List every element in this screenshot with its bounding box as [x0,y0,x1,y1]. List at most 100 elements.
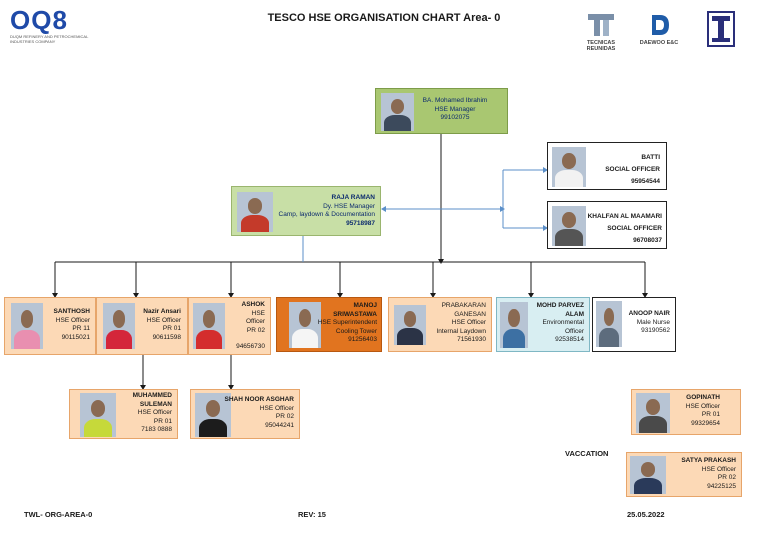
officer-phone: 71561930 [457,336,486,343]
officer-photo [103,303,135,349]
daewoo-label: DAEWOO E&C [639,40,679,46]
hse-manager-name: BA. Mohamed Ibrahim [422,97,488,104]
sub-officer-extra: PR 02 [275,413,294,420]
vacation-label: VACCATION [565,449,609,458]
daewoo-icon [652,15,669,35]
deputy-manager-photo [237,192,273,232]
officer-phone: 90611598 [152,333,181,341]
oq8-logo-subtext: DUQM REFINERY AND PETROCHEMICAL INDUSTRI… [10,34,89,44]
crest-icon [707,11,735,47]
vacation-photo [630,456,666,494]
sub-officer-photo [195,393,231,437]
officer-extra: Cooling Tower [335,327,377,335]
officer-phone: 93190562 [641,327,670,334]
hse-manager-card: BA. Mohamed Ibrahim HSE Manager 99102075 [375,88,508,134]
officer-extra: PR 01 [162,325,181,332]
officer-role-line2: Officer [245,318,265,325]
hse-manager-phone: 99102075 [440,114,470,121]
officer-extra: Internal Laydown [436,327,486,335]
officer-card: SANTHOSH HSE Officer PR 11 90115021 [4,297,96,355]
officer-name-line2: ALAM [565,310,584,318]
officer-name-line2: SRIWASTAWA [333,310,377,318]
sub-officer-name-line2: SULEMAN [139,400,172,408]
officer-phone: 90115021 [61,333,90,341]
vacation-extra: PR 02 [717,474,736,481]
officer-name: ANOOP NAIR [628,310,670,317]
officer-role: Environmental [542,319,584,326]
footer-revision: REV: 15 [298,510,326,519]
sub-officer-card: SHAH NOOR ASGHAR HSE Officer PR 02 95044… [190,389,300,439]
sub-officer-name: SHAH NOOR ASGHAR [224,396,294,403]
vacation-card: SATYA PRAKASH HSE Officer PR 02 94225125 [626,452,742,497]
officer-photo [596,301,622,347]
officer-card: PRABAKARAN GANESAN HSE Officer Internal … [388,297,492,352]
vacation-role: HSE Officer [685,402,720,410]
footer-date: 25.05.2022 [627,510,665,519]
officer-photo [193,303,225,349]
officer-extra: PR 11 [72,325,90,332]
officer-name-line2: GANESAN [454,310,486,318]
vacation-name: SATYA PRAKASH [681,457,736,464]
officer-role: Male Nurse [636,318,670,326]
page-title: TESCO HSE ORGANISATION CHART Area- 0 [267,12,501,24]
officer-role: HSE Officer [146,316,181,324]
social-officer-role: SOCIAL OFFICER [607,225,662,232]
officer-name: MANOJ [353,302,377,309]
vacation-photo [636,393,670,433]
officer-card: Nazir Ansari HSE Officer PR 01 90611598 [96,297,188,355]
social-officer-name: KHALFAN AL MAAMARI [587,213,662,220]
tecnicas-reunidas-icon [588,14,614,36]
sub-officer-phone: 7183 0888 [141,426,172,433]
vacation-phone: 99329654 [691,419,720,427]
oq8-logo: OQ8 DUQM REFINERY AND PETROCHEMICAL INDU… [10,6,110,50]
vacation-role: HSE Officer [701,465,736,473]
officer-role: HSE [251,309,265,317]
officer-photo [394,305,426,345]
deputy-manager-area: Camp, laydown & Documentation [278,211,375,218]
vacation-name: GOPINATH [686,394,720,401]
crest-logo [706,10,736,48]
officer-photo [11,303,43,349]
sub-officer-role: HSE Officer [259,404,294,412]
officer-role: HSE Officer [451,319,486,326]
vacation-extra: PR 01 [701,411,720,418]
officer-role: HSE Officer [55,316,90,324]
vacation-phone: 94225125 [707,482,736,490]
officer-name: SANTHOSH [53,308,90,315]
officer-card: ASHOK HSE Officer PR 02 94656730 [188,297,271,355]
hse-manager-photo [381,93,414,131]
officer-phone: 94656730 [236,343,265,350]
officer-role-line2: Officer [564,327,584,335]
officer-card: ANOOP NAIR Male Nurse 93190562 [592,297,676,352]
officer-photo [500,302,528,348]
sub-officer-extra: PR 01 [153,417,172,425]
sub-officer-card: MUHAMMED SULEMAN HSE Officer PR 01 7183 … [69,389,178,439]
oq8-logo-text: OQ8 [10,5,68,35]
deputy-manager-name: RAJA RAMAN [331,194,375,201]
vacation-card: GOPINATH HSE Officer PR 01 99329654 [631,389,741,435]
hse-manager-role: HSE Manager [434,105,476,113]
social-officer-role: SOCIAL OFFICER [605,166,660,173]
sub-officer-name: MUHAMMED [132,392,172,399]
deputy-manager-card: RAJA RAMAN Dy. HSE Manager Camp, laydown… [231,186,381,236]
social-officer-card: KHALFAN AL MAAMARI SOCIAL OFFICER 967080… [547,201,667,249]
officer-role: HSE Superintendent [317,319,377,326]
social-officer-phone: 96708037 [633,237,662,244]
officer-extra: PR 02 [246,326,265,334]
officer-card: MOHD PARVEZ ALAM Environmental Officer 9… [496,297,590,352]
sub-officer-role: HSE Officer [137,409,172,416]
officer-name: PRABAKARAN [441,302,486,309]
daewoo-logo: DAEWOO E&C [636,12,682,46]
deputy-manager-phone: 95718987 [346,219,375,227]
officer-card-highlight: MANOJ SRIWASTAWA HSE Superintendent Cool… [276,297,382,352]
social-officer-card: BATTI SOCIAL OFFICER 95954544 [547,142,667,190]
officer-name: ASHOK [241,301,265,308]
deputy-manager-role: Dy. HSE Manager [323,202,375,210]
social-officer-phone: 95954544 [631,178,660,185]
sub-officer-phone: 95044241 [265,421,294,429]
officer-name: Nazir Ansari [143,308,181,315]
tecnicas-reunidas-label: TECNICAS REUNIDAS [586,40,616,52]
tecnicas-reunidas-logo: TECNICAS REUNIDAS [572,12,630,52]
sub-officer-photo [80,393,116,437]
